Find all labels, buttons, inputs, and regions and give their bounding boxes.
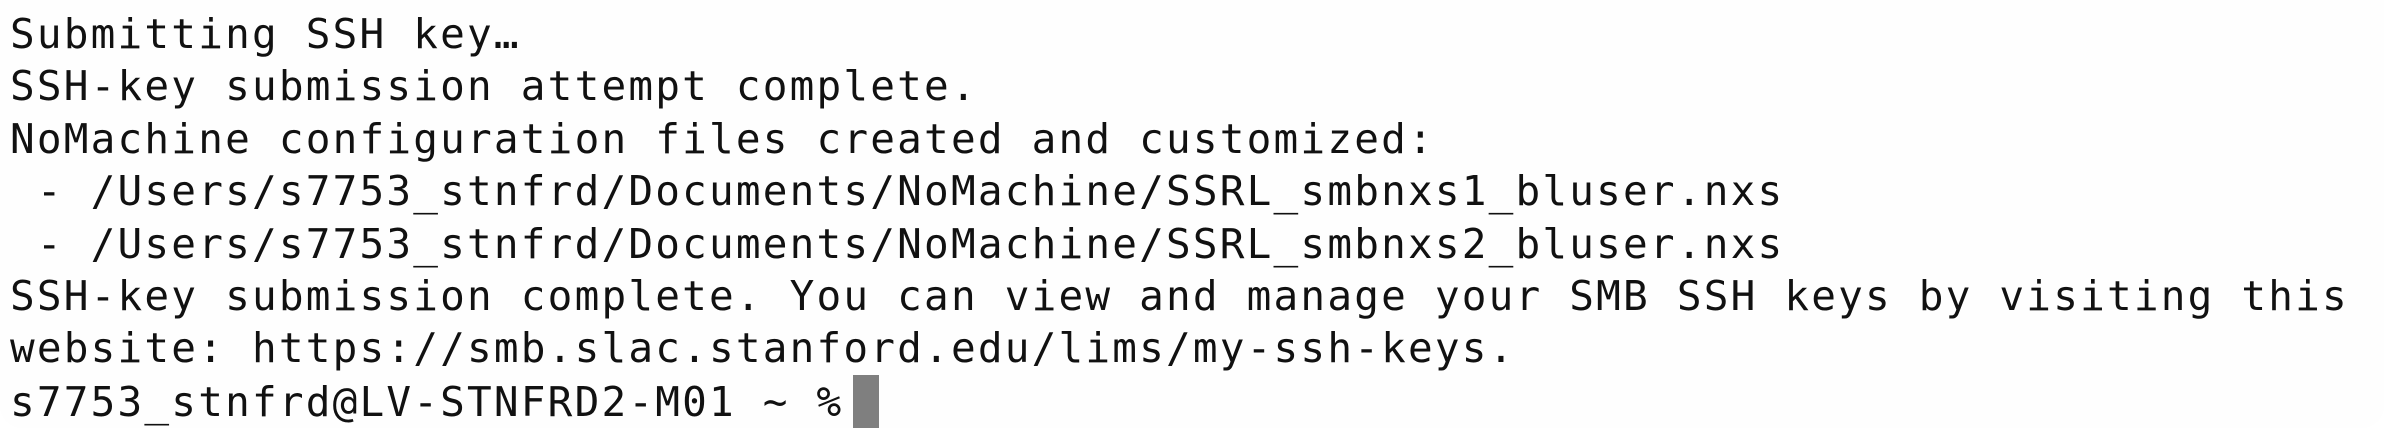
output-line: - /Users/s7753_stnfrd/Documents/NoMachin… bbox=[10, 219, 1785, 268]
prompt-line[interactable]: s7753_stnfrd@LV-STNFRD2-M01 ~ % bbox=[10, 374, 2384, 428]
output-line: NoMachine configuration files created an… bbox=[10, 114, 1435, 163]
shell-prompt: s7753_stnfrd@LV-STNFRD2-M01 ~ % bbox=[10, 377, 844, 426]
output-line: Submitting SSH key… bbox=[10, 10, 521, 58]
output-line: SSH-key submission complete. You can vie… bbox=[10, 271, 2349, 320]
output-line: SSH-key submission attempt complete. bbox=[10, 62, 978, 111]
output-line: - /Users/s7753_stnfrd/Documents/NoMachin… bbox=[10, 167, 1785, 216]
text-cursor bbox=[853, 374, 880, 428]
output-line: website: https://smb.slac.stanford.edu/l… bbox=[10, 324, 1516, 373]
